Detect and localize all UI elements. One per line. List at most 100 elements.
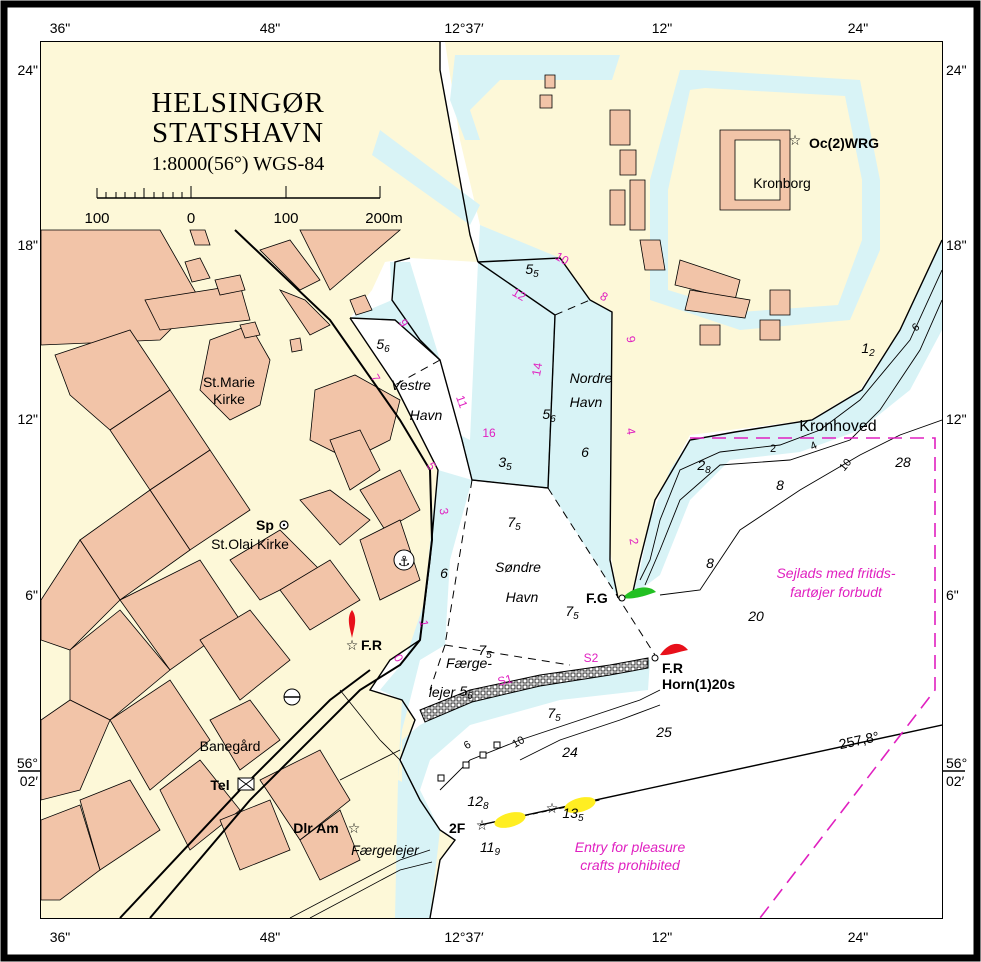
sounding-55-nord: 55	[525, 261, 539, 280]
light-fr-pier-dot	[651, 654, 659, 662]
label-tel: Tel	[210, 777, 229, 793]
top-tick-1237: 12°37′	[444, 20, 484, 36]
label-banegard: Banegård	[200, 738, 261, 754]
sounding-56-faerge: 56	[459, 683, 473, 702]
railway-station-symbol	[283, 688, 301, 706]
sounding-128: 128	[467, 793, 489, 812]
bottom-tick-36: 36"	[50, 929, 71, 945]
label-nordre-havn: Havn	[570, 394, 603, 410]
left-tick-18: 18"	[17, 237, 38, 253]
contour-label-6-south: 6	[462, 739, 473, 752]
label-faergelejer-land: Færgelejer	[351, 842, 420, 858]
sounding-6-nordre: 6	[581, 444, 589, 460]
berth-s1: S1	[496, 671, 514, 688]
breakwater	[419, 657, 649, 723]
sounding-6-west: 6	[440, 565, 448, 581]
basin-sondre-west	[402, 660, 650, 790]
label-nordre: Nordre	[570, 370, 613, 386]
berth-3: 3	[436, 507, 451, 516]
roads	[289, 689, 433, 918]
label-dlr-am: Dlr Am	[293, 820, 338, 836]
label-kronborg-light: Oc(2)WRG	[809, 135, 879, 151]
sounding-20: 20	[747, 608, 764, 624]
bottom-tick-48: 48"	[260, 929, 281, 945]
top-tick-24: 24"	[848, 20, 869, 36]
scale-label-200m: 200m	[365, 210, 403, 227]
berth-s2: S2	[584, 651, 599, 665]
basin-nordre-havn	[478, 225, 655, 655]
left-tick-6: 6"	[25, 587, 38, 603]
sounding-8-a: 8	[776, 477, 784, 493]
scale-label-100-left: 100	[84, 210, 109, 227]
title-scale: 1:8000(56°) WGS-84	[152, 153, 325, 175]
leading-line	[479, 724, 942, 826]
right-tick-02: 02′	[946, 773, 965, 789]
berth-12: 12	[510, 285, 529, 304]
label-vestre-havn: Havn	[410, 407, 443, 423]
left-tick-56: 56°	[17, 755, 38, 771]
label-kronhoved: Kronhoved	[799, 418, 876, 435]
sounding-75-b: 75	[565, 603, 579, 622]
label-faerge: Færge-	[446, 655, 492, 671]
berth-10: 10	[553, 249, 572, 268]
kronborg-courtyard	[734, 139, 781, 201]
scale-label-100: 100	[273, 210, 298, 227]
right-tick-18: 18"	[946, 237, 967, 253]
label-sondre-havn: Havn	[506, 589, 539, 605]
light-star-leading: ☆	[546, 801, 559, 817]
restriction-notes: Sejlads med fritids- fartøjer forbudt En…	[575, 565, 896, 873]
harbour-limits	[394, 299, 656, 691]
scale-label-0: 0	[187, 210, 195, 227]
sounding-119: 119	[480, 839, 501, 858]
red-light-flare-pier	[660, 643, 688, 656]
green-light-flare	[622, 587, 656, 599]
place-names: Kronborg Kronhoved St.Marie Kirke Sp St.…	[200, 175, 877, 858]
sounding-12: 12	[861, 340, 875, 359]
north-moat	[372, 130, 480, 225]
sounding-24: 24	[561, 744, 578, 760]
contour-label-4: 4	[808, 440, 819, 453]
right-tick-6: 6"	[946, 587, 959, 603]
label-vestre: Vestre	[391, 377, 431, 393]
north-canal	[450, 55, 620, 140]
star-dlr-am: ☆	[348, 821, 361, 837]
soundings: 55 56 56 6 35 75 6 75 75 56 75 24 25 128…	[376, 261, 911, 858]
light-fg-dot	[618, 594, 626, 602]
label-fr-pier: F.R	[662, 660, 683, 676]
yellow-light-flare-1	[494, 812, 526, 828]
left-tick-12: 12"	[17, 411, 38, 427]
sounding-25: 25	[655, 724, 672, 740]
left-tick-02: 02′	[20, 773, 39, 789]
chart-title: HELSINGØR STATSHAVN 1:8000(56°) WGS-84	[151, 87, 324, 175]
buildings	[41, 74, 791, 901]
basin-faergelejer	[380, 470, 472, 918]
railway-lines	[119, 229, 434, 918]
sounding-56-mid: 56	[542, 406, 556, 425]
note-english-1: Entry for pleasure	[575, 839, 686, 855]
light-labels: Oc(2)WRG F.R F.G F.R Horn(1)20s 2F	[361, 135, 879, 836]
sounding-135: 135	[562, 805, 584, 824]
left-tick-24: 24"	[17, 62, 38, 78]
frame-labels: 36" 48" 12°37′ 12" 24" 36" 48" 12°37′ 12…	[17, 20, 967, 945]
restricted-area-boundary	[690, 437, 936, 918]
red-light-flare-inner	[348, 610, 356, 638]
sounding-56-vestre: 56	[376, 336, 390, 355]
bottom-tick-12: 12"	[652, 929, 673, 945]
svg-text:⚓: ⚓	[398, 554, 411, 570]
label-2f: 2F	[449, 820, 466, 836]
bottom-tick-1237: 12°37′	[444, 929, 484, 945]
light-star-fr-inner: ☆	[346, 638, 359, 654]
top-tick-36: 36"	[50, 20, 71, 36]
top-tick-12: 12"	[652, 20, 673, 36]
label-st-olai: St.Olai Kirke	[211, 536, 289, 552]
sounding-75-a: 75	[507, 514, 521, 533]
telegraph-symbol	[237, 777, 255, 791]
light-star-2f: ☆	[476, 818, 489, 834]
title-line1: HELSINGØR	[151, 87, 324, 119]
light-star-kronborg: ☆	[789, 133, 802, 149]
top-tick-48: 48"	[260, 20, 281, 36]
sounding-75-c: 75	[478, 642, 492, 661]
berth-9b: 9	[623, 335, 638, 344]
sounding-28-shallow: 28	[696, 457, 711, 476]
